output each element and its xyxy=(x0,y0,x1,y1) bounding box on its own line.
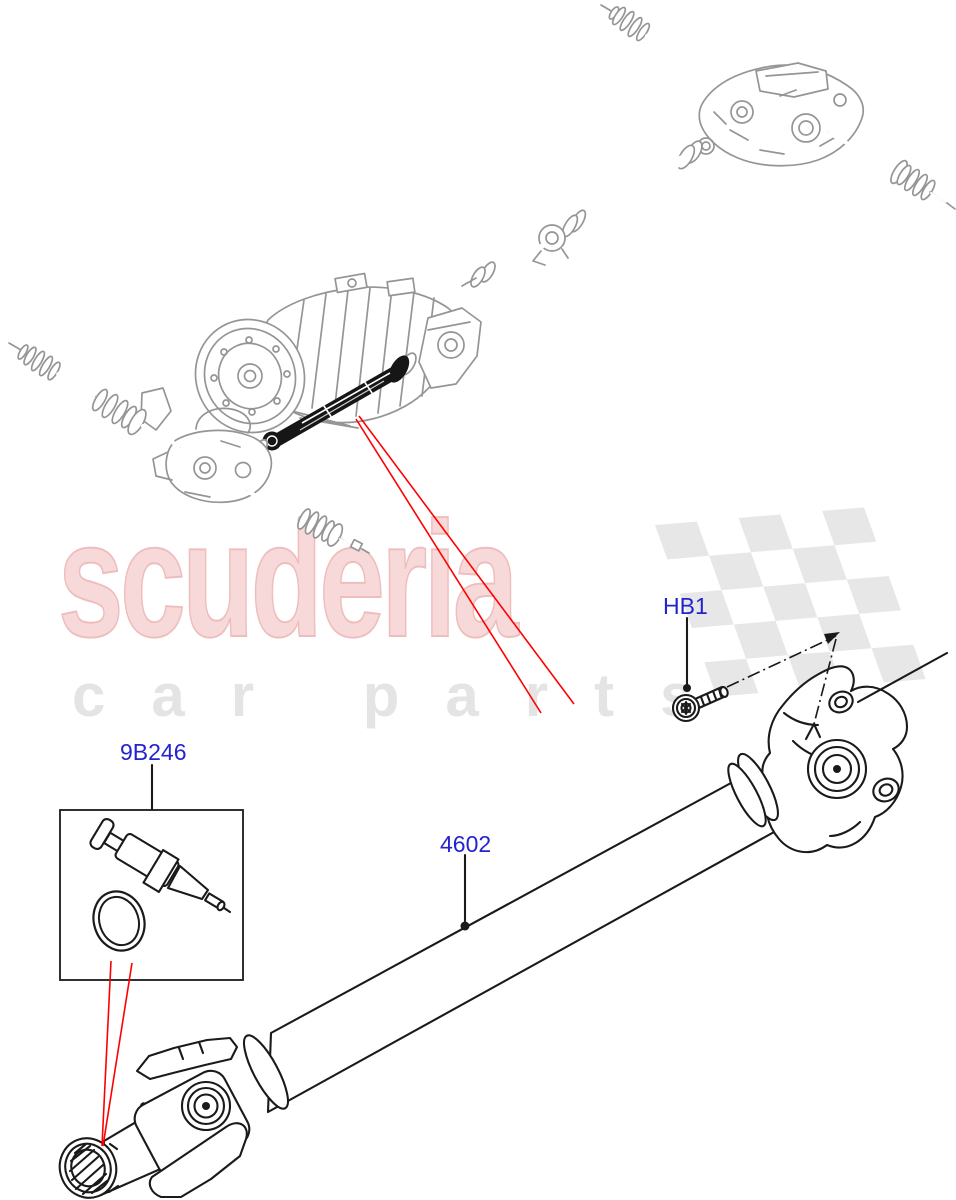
front-halfshaft-left xyxy=(8,342,181,448)
label-leader-lines xyxy=(150,616,691,931)
grease-applicator xyxy=(89,818,232,914)
red-callout-lines-kit xyxy=(101,960,133,1147)
service-kit-box xyxy=(59,809,244,981)
part-label-9b246[interactable]: 9B246 xyxy=(120,739,187,765)
driveshaft-flange-yoke xyxy=(727,651,949,854)
rear-differential xyxy=(697,62,865,167)
o-ring-seal xyxy=(92,890,146,952)
transmission xyxy=(194,272,482,434)
driveshaft-splined-coupling xyxy=(58,1137,120,1199)
hb1-bolt-illustration xyxy=(671,685,729,723)
rear-halfshaft-right xyxy=(827,131,956,210)
fixing-direction-lines xyxy=(726,632,840,741)
checkered-flag-watermark xyxy=(655,507,926,697)
watermark-subtitle-text: car parts xyxy=(72,662,740,729)
watermark-brand-text: scuderia xyxy=(57,488,519,671)
front-differential xyxy=(152,407,273,504)
rear-propshaft xyxy=(461,140,703,288)
part-label-4602[interactable]: 4602 xyxy=(440,831,492,857)
red-callout-lines-shaft xyxy=(355,415,575,714)
drivetrain-overview-illustration xyxy=(8,4,956,554)
driveshaft-tube xyxy=(242,769,805,1114)
driveshaft-universal-joint xyxy=(99,1036,251,1199)
part-label-hb1[interactable]: HB1 xyxy=(663,593,708,619)
front-halfshaft-right xyxy=(246,490,370,554)
